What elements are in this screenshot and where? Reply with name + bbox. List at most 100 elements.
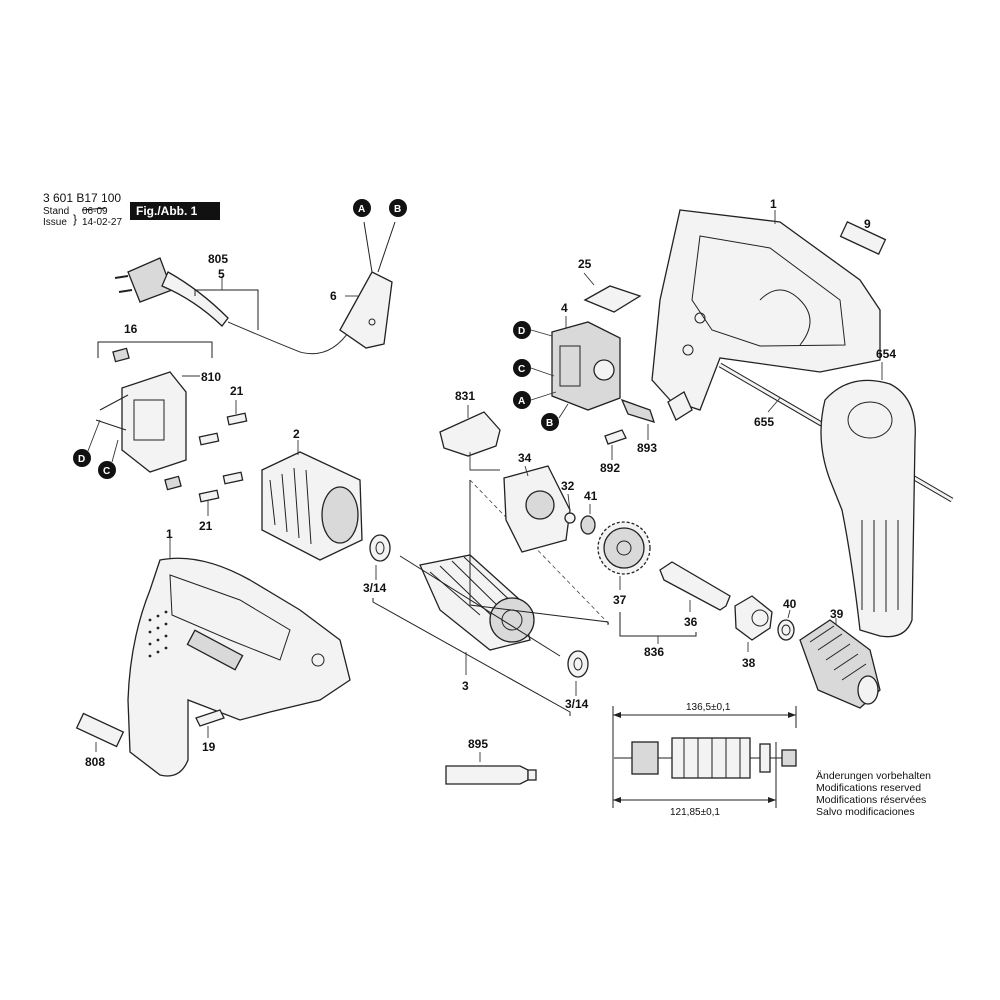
marker-a-label: A xyxy=(518,396,525,407)
field-stator: 2 xyxy=(261,427,363,561)
callout-21-bottom: 21 xyxy=(199,519,213,533)
core-slots-side xyxy=(683,738,741,778)
callout-16: 16 xyxy=(124,322,138,336)
callout-19: 19 xyxy=(202,740,216,754)
callout-5: 5 xyxy=(218,267,225,281)
plug-pin xyxy=(118,289,133,293)
callout-805: 805 xyxy=(208,252,228,266)
callout-2: 2 xyxy=(293,427,300,441)
callout-1-bottom: 1 xyxy=(166,527,173,541)
screw-boss xyxy=(694,312,706,324)
callout-6: 6 xyxy=(330,289,337,303)
bearing-41 xyxy=(580,515,596,535)
auxiliary-handle: 655 654 xyxy=(718,347,954,638)
marker-d-label: D xyxy=(518,326,525,337)
carbon-brush xyxy=(112,347,130,363)
callout-4: 4 xyxy=(561,301,568,315)
callout-39: 39 xyxy=(830,607,844,621)
nameplate-808 xyxy=(75,712,125,748)
small-parts-mid: 831 892 893 xyxy=(439,389,693,475)
callout-654: 654 xyxy=(876,347,896,361)
callout-36: 36 xyxy=(684,615,698,629)
modification-notes: Änderungen vorbehalten Modifications res… xyxy=(816,770,931,818)
chuck-knurl xyxy=(809,625,867,681)
grommet-hole xyxy=(368,318,376,326)
callout-895: 895 xyxy=(468,737,488,751)
bearing-38 xyxy=(734,595,773,641)
fig-badge-text: Fig./Abb. 1 xyxy=(136,204,198,218)
ball-bearing-left xyxy=(369,534,391,562)
callout-3: 3 xyxy=(462,679,469,693)
commutator-side xyxy=(631,741,659,775)
housing-half-front xyxy=(127,557,351,777)
insulating-sleeve xyxy=(198,432,220,446)
pinion-side xyxy=(781,749,797,767)
callout-37: 37 xyxy=(613,593,627,607)
housing-boss xyxy=(311,653,325,667)
brush-holder-assembly: 16 810 21 21 xyxy=(95,322,248,533)
leader-25 xyxy=(583,272,595,286)
plug-sleeve xyxy=(161,271,229,327)
callout-893: 893 xyxy=(637,441,657,455)
callout-655: 655 xyxy=(754,415,774,429)
callout-34: 34 xyxy=(518,451,532,465)
marker-b xyxy=(389,199,407,217)
flange-hub xyxy=(525,490,555,520)
marker-d xyxy=(73,449,91,467)
callout-1-top: 1 xyxy=(770,197,777,211)
cord xyxy=(227,321,351,355)
ball-bearing-right xyxy=(567,650,589,678)
callout-38: 38 xyxy=(742,656,756,670)
leader-34 xyxy=(524,465,529,477)
callout-810: 810 xyxy=(201,370,221,384)
armature-slots xyxy=(429,556,519,619)
switch-assembly: 25 4 xyxy=(551,257,642,411)
marker-b xyxy=(541,413,559,431)
housing-shell-top: 1 9 xyxy=(651,197,887,411)
ball-32 xyxy=(564,512,576,524)
marker-a xyxy=(513,391,531,409)
marker-a xyxy=(353,199,371,217)
brush-holder-window xyxy=(133,399,165,441)
power-cord-assembly: 805 5 6 xyxy=(114,221,396,355)
fan-side xyxy=(759,743,771,773)
callout-21-top: 21 xyxy=(230,384,244,398)
issue-date: 14-02-27 xyxy=(82,217,122,228)
marker-d xyxy=(513,321,531,339)
note-de: Änderungen vorbehalten xyxy=(816,770,931,782)
armature-assembly: 3/14 3/14 3 xyxy=(363,534,589,716)
leader-40 xyxy=(787,609,791,619)
callout-40: 40 xyxy=(783,597,797,611)
bracket-5 xyxy=(194,289,259,330)
brush-markers: D C xyxy=(73,449,116,479)
housing-inner xyxy=(691,235,846,347)
date-brace: } xyxy=(73,212,77,226)
bracket-3 xyxy=(372,598,571,716)
switch-face xyxy=(559,345,581,387)
housing-shell-bottom: 1 19 808 xyxy=(75,527,351,777)
callout-808: 808 xyxy=(85,755,105,769)
leader-655 xyxy=(767,397,781,413)
housing-half xyxy=(651,209,881,411)
grease-tube-cap xyxy=(527,769,537,781)
leader-32 xyxy=(567,493,571,512)
marker-c xyxy=(513,359,531,377)
grease-tube: 895 xyxy=(445,737,537,785)
gear-housing: 34 32 41 xyxy=(469,451,611,626)
header: 3 601 B17 100 Stand Issue } 06-09 14-02-… xyxy=(43,191,220,228)
brush-holder-plate xyxy=(121,371,187,473)
chuck-assembly: 38 40 39 xyxy=(734,595,881,709)
nameplate-9 xyxy=(839,221,887,255)
cord-grommet xyxy=(339,271,393,349)
stator-laminations xyxy=(269,467,312,545)
callout-836: 836 xyxy=(644,645,664,659)
gear-and-spindle: 37 36 836 xyxy=(597,521,731,659)
grip-ribs xyxy=(861,520,899,612)
washer-bore xyxy=(781,624,791,636)
screw-19 xyxy=(195,709,225,727)
wire-b xyxy=(377,221,396,273)
brush-marker-leaders xyxy=(87,419,119,463)
note-en: Modifications reserved xyxy=(816,782,921,794)
handle-ring xyxy=(847,401,893,439)
